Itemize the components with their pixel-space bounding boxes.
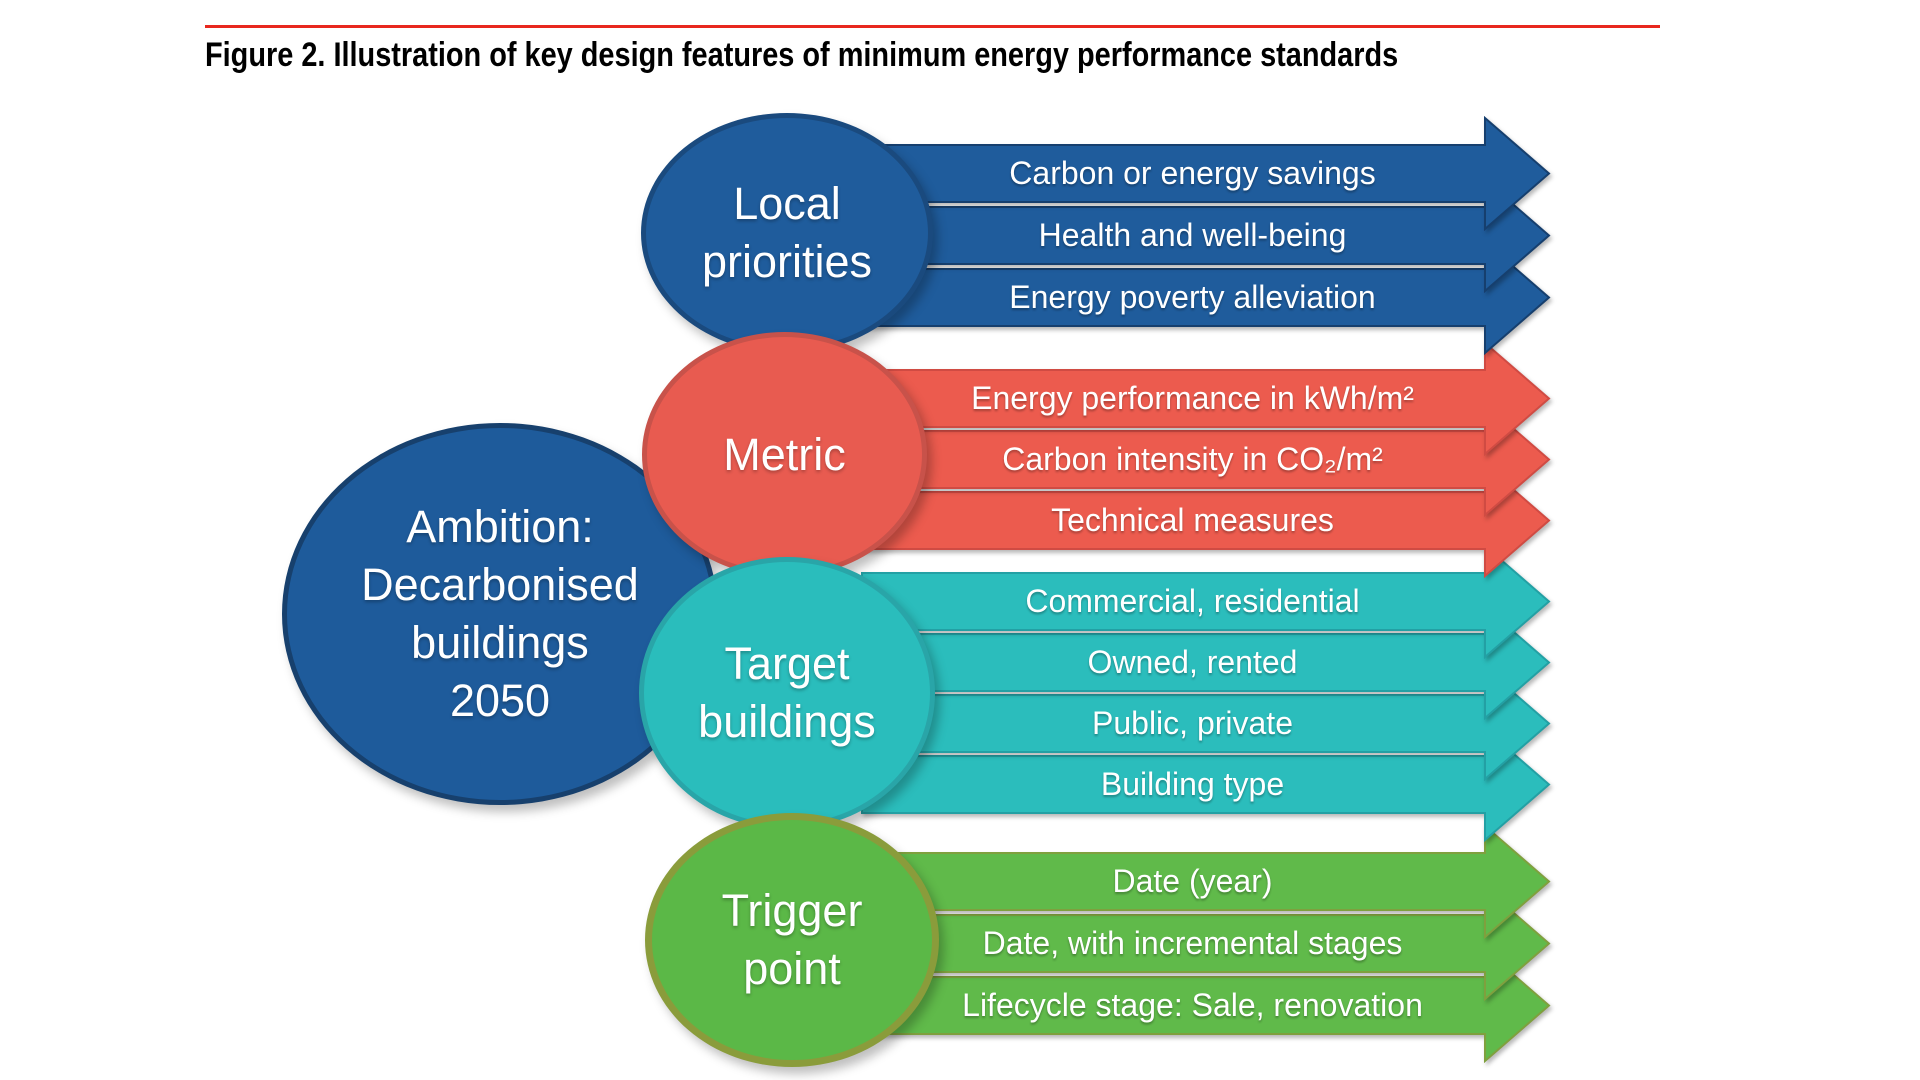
circle-label: Metric — [723, 428, 846, 480]
arrow-carbon-or-energy-savings: Carbon or energy savings — [860, 116, 1560, 231]
circle-metric: Metric — [642, 332, 927, 577]
block-arrow-shape — [861, 116, 1551, 231]
circle-label: Local priorities — [701, 178, 873, 287]
arrow-label: Date, with incremental stages — [982, 925, 1403, 961]
arrow-date-incremental-stages: Date, with incremental stages — [860, 886, 1560, 1001]
arrow-energy-performance-kwh-m2: Energy performance in kWh/m² — [860, 341, 1560, 456]
arrow-label: Energy performance in kWh/m² — [971, 380, 1414, 416]
circle-target-buildings: Target buildings — [639, 557, 935, 829]
arrow-carbon-intensity-co2-m2: Carbon intensity in CO₂/m² — [860, 402, 1560, 517]
arrow-technical-measures: Technical measures — [860, 463, 1560, 578]
ambition-ellipse: Ambition: Decarbonised buildings 2050 — [282, 423, 718, 805]
arrow-polygon — [861, 824, 1551, 939]
block-arrow-shape — [861, 341, 1551, 456]
arrow-owned-rented: Owned, rented — [860, 605, 1560, 720]
arrow-label: Technical measures — [1051, 502, 1334, 538]
arrow-polygon — [861, 116, 1551, 231]
accent-rule — [205, 25, 1660, 28]
arrow-label: Public, private — [1092, 705, 1293, 741]
arrow-lifecycle-stage-sale-renovation: Lifecycle stage: Sale, renovation — [860, 948, 1560, 1063]
circle-label: Target buildings — [698, 638, 876, 747]
arrow-polygon — [861, 341, 1551, 456]
arrow-label: Health and well-being — [1038, 217, 1347, 253]
arrow-label: Carbon intensity in CO₂/m² — [1002, 441, 1383, 477]
circle-local-priorities: Local priorities — [641, 113, 933, 353]
arrow-label: Building type — [1100, 766, 1285, 802]
arrow-label: Owned, rented — [1087, 644, 1298, 680]
circle-label: Trigger point — [721, 885, 863, 994]
arrow-commercial-residential: Commercial, residential — [860, 544, 1560, 659]
arrow-label: Carbon or energy savings — [1009, 155, 1376, 191]
arrow-label: Commercial, residential — [1025, 583, 1360, 619]
arrow-label: Date (year) — [1112, 863, 1273, 899]
arrow-date-year: Date (year) — [860, 824, 1560, 939]
circle-trigger-point: Trigger point — [645, 813, 939, 1067]
arrow-label: Lifecycle stage: Sale, renovation — [962, 987, 1423, 1023]
ambition-label: Ambition: Decarbonised buildings 2050 — [361, 501, 639, 726]
figure-title: Figure 2. Illustration of key design fea… — [205, 36, 1399, 74]
arrow-energy-poverty-alleviation: Energy poverty alleviation — [860, 240, 1560, 355]
arrow-label: Energy poverty alleviation — [1009, 279, 1376, 315]
block-arrow-shape — [861, 824, 1551, 939]
